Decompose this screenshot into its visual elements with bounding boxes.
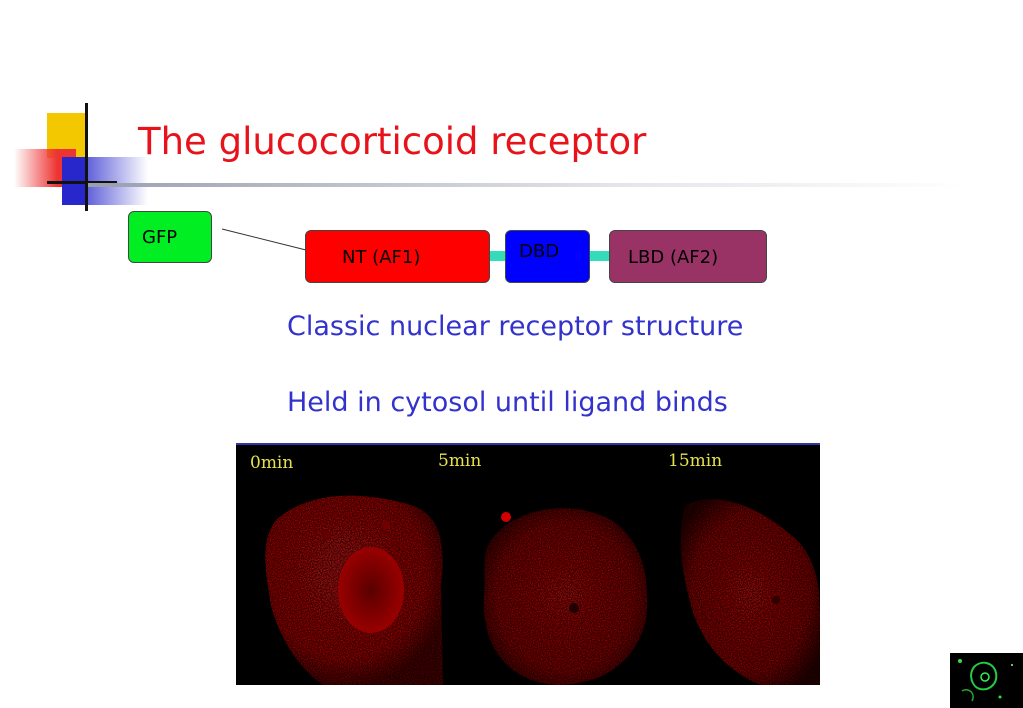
slide-title: The glucocorticoid receptor	[138, 120, 647, 163]
microscopy-image: 0min 5min 15min	[236, 443, 820, 685]
lbd-af2-domain: LBD (AF2)	[609, 230, 767, 283]
linker-nt-dbd	[489, 251, 507, 261]
nt-af1-domain: NT (AF1)	[305, 230, 490, 283]
thumbnail-image	[950, 653, 1023, 708]
panel-label-15min: 15min	[668, 451, 723, 471]
panel-label-0min: 0min	[250, 453, 294, 473]
nucleus-5min	[569, 603, 579, 613]
dbd-domain: DBD	[505, 230, 590, 283]
cell-panel-5min	[483, 508, 648, 685]
linker-dbd-lbd	[589, 251, 611, 261]
title-underline	[88, 183, 968, 187]
bullet-cytosol: Held in cytosol until ligand binds	[287, 387, 728, 418]
nucleus-15min	[772, 596, 780, 604]
gfp-box: GFP	[128, 211, 212, 263]
dbd-label: DBD	[519, 241, 560, 262]
bullet-structure: Classic nuclear receptor structure	[287, 311, 744, 342]
microscopy-cells	[265, 445, 820, 685]
thumbnail-green-cells	[958, 659, 1013, 702]
logo-vertical-line	[85, 103, 88, 211]
cell-panel-15min	[680, 499, 820, 685]
logo-horizontal-line	[47, 181, 117, 184]
nucleus-0min	[338, 547, 404, 633]
panel-label-5min: 5min	[438, 451, 482, 471]
